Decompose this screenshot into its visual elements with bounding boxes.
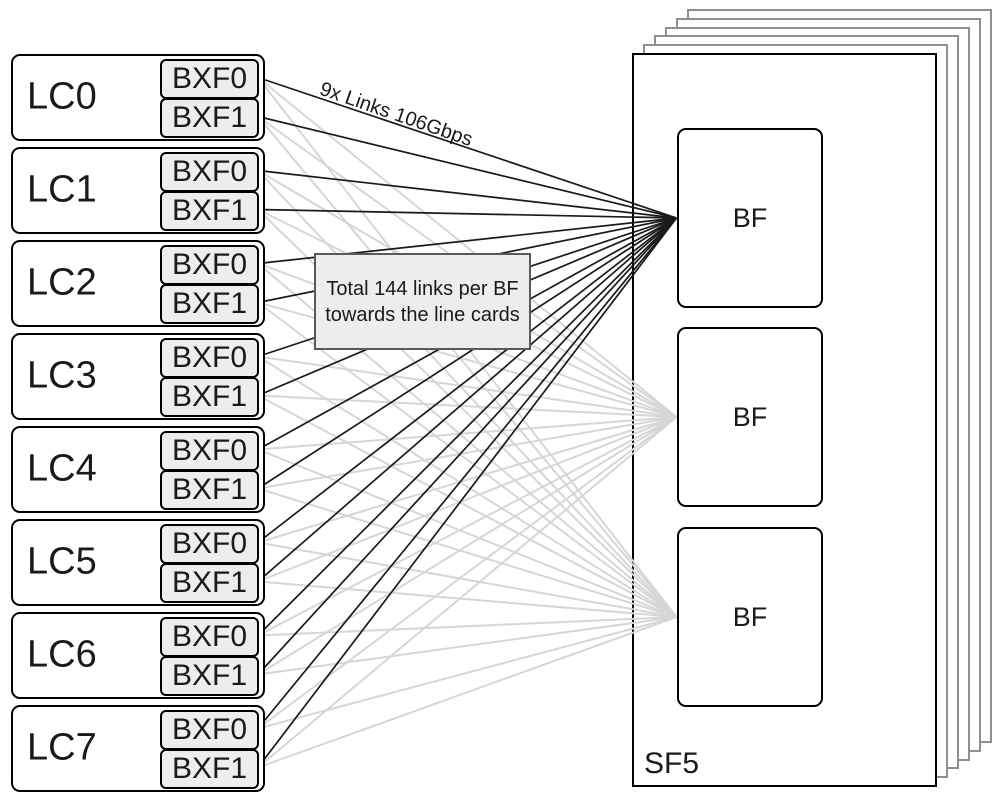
link-bandwidth-label: 9x Links 106Gbps xyxy=(316,78,476,151)
line-card-label: LC1 xyxy=(27,168,97,211)
bxf-label: BXF0 xyxy=(171,155,248,188)
lc2-bxf0: BXF0 xyxy=(160,245,259,285)
note-line1: Total 144 links per BF xyxy=(326,277,519,300)
line-card-label: LC3 xyxy=(27,354,97,397)
lc2-bxf1: BXF1 xyxy=(160,284,259,324)
bxf-label: BXF0 xyxy=(171,713,248,746)
lc3-bxf0: BXF0 xyxy=(160,338,259,378)
bf-block-0: BF xyxy=(677,128,823,308)
lc4-bxf0: BXF0 xyxy=(160,431,259,471)
line-card-label: LC4 xyxy=(27,447,97,490)
line-card-label: LC2 xyxy=(27,261,97,304)
bxf-label: BXF1 xyxy=(171,752,248,785)
bf-label: BF xyxy=(732,401,768,432)
lc1-bxf0: BXF0 xyxy=(160,152,259,192)
bf-block-2: BF xyxy=(677,527,823,707)
lc3-bxf1: BXF1 xyxy=(160,377,259,417)
lc6-bxf1: BXF1 xyxy=(160,656,259,696)
line-card-label: LC0 xyxy=(27,75,97,118)
note-box: Total 144 links per BF towards the line … xyxy=(314,253,531,350)
bxf-label: BXF1 xyxy=(171,194,248,227)
bf-block-1: BF xyxy=(677,327,823,507)
lc0-bxf0: BXF0 xyxy=(160,59,259,99)
bxf-label: BXF1 xyxy=(171,287,248,320)
lc5-bxf1: BXF1 xyxy=(160,563,259,603)
line-card-label: LC5 xyxy=(27,540,97,583)
bxf-label: BXF1 xyxy=(171,566,248,599)
bf-label: BF xyxy=(732,202,768,233)
lc7-bxf1: BXF1 xyxy=(160,749,259,789)
bf-label: BF xyxy=(732,601,768,632)
lc4-bxf1: BXF1 xyxy=(160,470,259,510)
black-link-group xyxy=(257,76,678,769)
bxf-label: BXF1 xyxy=(171,473,248,506)
bxf-label: BXF1 xyxy=(171,659,248,692)
line-card-label: LC6 xyxy=(27,633,97,676)
bxf-label: BXF0 xyxy=(171,62,248,95)
bxf-label: BXF1 xyxy=(171,380,248,413)
bxf-label: BXF0 xyxy=(171,341,248,374)
lc0-bxf1: BXF1 xyxy=(160,98,259,138)
lc5-bxf0: BXF0 xyxy=(160,524,259,564)
bxf-label: BXF1 xyxy=(171,101,248,134)
line-card-label: LC7 xyxy=(27,726,97,769)
bxf-label: BXF0 xyxy=(171,620,248,653)
bxf-label: BXF0 xyxy=(171,434,248,467)
fabric-card-label: SF5 xyxy=(644,747,700,780)
lc6-bxf0: BXF0 xyxy=(160,617,259,657)
bxf-label: BXF0 xyxy=(171,248,248,281)
note-line2: towards the line cards xyxy=(325,303,520,326)
gray-link-group xyxy=(257,76,678,769)
lc7-bxf0: BXF0 xyxy=(160,710,259,750)
bxf-label: BXF0 xyxy=(171,527,248,560)
lc1-bxf1: BXF1 xyxy=(160,191,259,231)
